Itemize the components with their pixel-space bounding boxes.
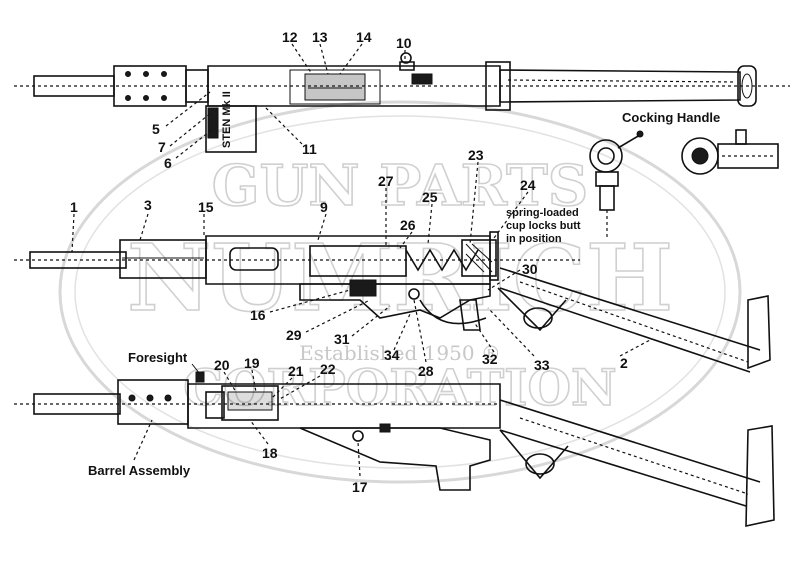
callout-10: 10 (396, 35, 412, 51)
callout-3: 3 (144, 197, 152, 213)
bot-stock-frame (499, 399, 761, 507)
foresight-post (195, 371, 205, 383)
watermark-ellipse (58, 100, 742, 484)
callout-31: 31 (334, 331, 350, 347)
callout-19: 19 (244, 355, 260, 371)
callout-30: 30 (522, 261, 538, 277)
bot-trigger-frame (299, 427, 491, 491)
watermark-numrich: NUMRICH (127, 224, 673, 332)
callout-34: 34 (384, 347, 400, 363)
callout-15: 15 (198, 199, 214, 215)
callout-2: 2 (620, 355, 628, 371)
callout-11: 11 (302, 141, 317, 157)
bot-butt-plate (745, 425, 775, 527)
watermark-corporation: CORPORATION (183, 358, 617, 417)
bot-barrel (33, 393, 121, 415)
note-line-1: spring-loaded (506, 207, 579, 219)
mid-return-spring (405, 248, 479, 272)
cocking-handle-label: Cocking Handle (622, 110, 720, 125)
receiver-stamp: STEN Mk II (221, 91, 233, 148)
callout-24: 24 (520, 177, 536, 193)
watermark-ellipse-inner (74, 115, 726, 469)
top-receiver (207, 65, 501, 107)
mid-stock-frame (499, 267, 761, 373)
bot-magazine-well (221, 385, 279, 421)
callout-17: 17 (352, 479, 368, 495)
callout-18: 18 (262, 445, 278, 461)
top-view-gun: STEN Mk II (14, 52, 790, 153)
top-magazine-housing (205, 105, 257, 153)
bot-receiver (187, 383, 501, 429)
mid-trigger-housing (299, 283, 491, 319)
callout-7: 7 (158, 139, 166, 155)
callout-14: 14 (356, 29, 372, 45)
cocking-handle-detail: Cocking Handle (589, 110, 779, 240)
callout-9: 9 (320, 199, 328, 215)
bottom-view-gun: Foresight Barrel Assembly (14, 350, 775, 527)
callout-1: 1 (70, 199, 78, 215)
callout-12: 12 (282, 29, 298, 45)
leader-lines (71, 43, 651, 477)
callout-26: 26 (400, 217, 416, 233)
mid-barrel (29, 251, 127, 269)
callout-16: 16 (250, 307, 266, 323)
callout-22: 22 (320, 361, 336, 377)
callout-33: 33 (534, 357, 550, 373)
callout-6: 6 (164, 155, 172, 171)
note-line-2: cup locks butt (506, 220, 581, 232)
callout-27: 27 (378, 173, 394, 189)
callout-25: 25 (422, 189, 438, 205)
callout-numbers: 12 13 14 10 5 7 6 11 1 3 15 9 27 26 25 2… (70, 29, 628, 495)
callout-29: 29 (286, 327, 302, 343)
watermark-established: Established 1950 ® (299, 341, 501, 365)
mid-butt-plate (747, 295, 771, 370)
callout-20: 20 (214, 357, 230, 373)
watermark: GUN PARTS NUMRICH CORPORATION Establishe… (58, 100, 742, 484)
callout-28: 28 (418, 363, 434, 379)
watermark-gun-parts: GUN PARTS (212, 153, 589, 219)
callout-23: 23 (468, 147, 484, 163)
callout-32: 32 (482, 351, 498, 367)
mid-bolt (309, 245, 407, 277)
callout-21: 21 (288, 363, 304, 379)
barrel-assembly-label: Barrel Assembly (88, 463, 191, 478)
top-stock (499, 69, 741, 103)
note-line-3: in position (506, 233, 562, 245)
callout-13: 13 (312, 29, 328, 45)
middle-view-gun: spring-loaded cup locks butt in position (14, 207, 771, 373)
top-butt-plate (737, 65, 757, 107)
foresight-label: Foresight (128, 350, 188, 365)
callout-5: 5 (152, 121, 160, 137)
bot-barrel-jacket (117, 379, 189, 425)
